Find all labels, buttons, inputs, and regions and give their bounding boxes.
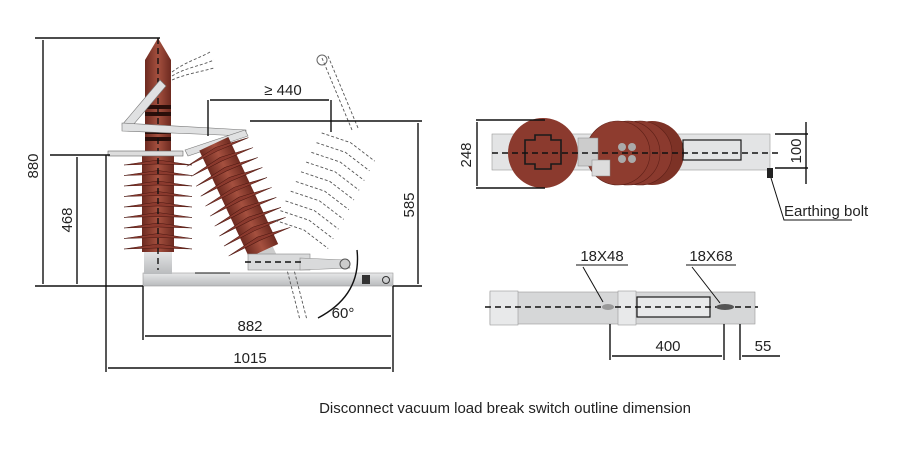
figure-caption: Disconnect vacuum load break switch outl… (319, 400, 691, 417)
tilted-insulator (186, 137, 291, 265)
top-flange (107, 150, 184, 157)
insulator-shed (205, 177, 268, 207)
side-view: 880 468 ≥ 440 585 882 1015 60° (25, 37, 422, 372)
dimension-lines-side (35, 37, 422, 372)
dim-base-width: 100 (788, 138, 805, 163)
insulator-shed (123, 233, 193, 239)
insulator-shed (214, 197, 277, 227)
open-position-ghost (275, 132, 375, 249)
ghost-shed (290, 190, 344, 220)
insulator-shed (223, 217, 286, 247)
insulator-shed (191, 147, 254, 177)
insulator-shed (200, 167, 263, 197)
earthing-bolt-label: Earthing bolt (784, 203, 869, 220)
insulator-shed (123, 222, 193, 229)
dim-mount-height: 468 (59, 207, 76, 232)
ghost-shed (285, 200, 339, 230)
ghost-shed (311, 151, 365, 181)
label-slot-18x68: 18X68 (689, 248, 732, 265)
label-slot-18x48: 18X48 (580, 248, 623, 265)
earthing-bolt-leader (770, 177, 852, 221)
dim-base-length: 882 (237, 318, 262, 335)
dim-opening-angle: 60° (332, 305, 355, 322)
dim-contact-gap: ≥ 440 (264, 82, 301, 99)
dim-tilted-height: 585 (401, 192, 418, 217)
ghost-shed (300, 171, 355, 201)
dim-overall-length: 1015 (233, 350, 266, 367)
dim-top-width: 248 (458, 142, 475, 167)
insulator-shed (228, 227, 291, 257)
ghost-shed (295, 181, 350, 211)
earthing-bolt-top (767, 168, 773, 178)
base-channel (142, 272, 394, 287)
top-view: 248 100 Earthing bolt (458, 118, 869, 221)
insulator-shed (209, 187, 272, 217)
insulator-shed (123, 201, 193, 208)
left-insulator (123, 38, 193, 270)
insulator-shed (186, 137, 249, 167)
dim-overall-height: 880 (25, 153, 42, 178)
slot-18x48 (602, 304, 614, 310)
earthing-bolt-side (362, 275, 370, 284)
ghost-shed (306, 161, 360, 191)
ghost-shed (280, 210, 334, 240)
insulator-shed (195, 157, 258, 187)
ghost-shed (275, 219, 329, 249)
insulator-shed (123, 243, 193, 250)
base-plate-view: 18X48 18X68 400 55 (485, 248, 780, 360)
dim-hole-spacing: 400 (655, 338, 680, 355)
open-blade-ghost (321, 57, 353, 131)
insulator-shed (123, 212, 193, 218)
insulator-shed (219, 207, 282, 237)
slot-18x68 (716, 304, 734, 310)
ghost-shed (316, 142, 370, 172)
dim-edge-distance: 55 (755, 338, 772, 355)
mount-hole-side (382, 276, 390, 284)
ghost-shed (321, 132, 375, 162)
